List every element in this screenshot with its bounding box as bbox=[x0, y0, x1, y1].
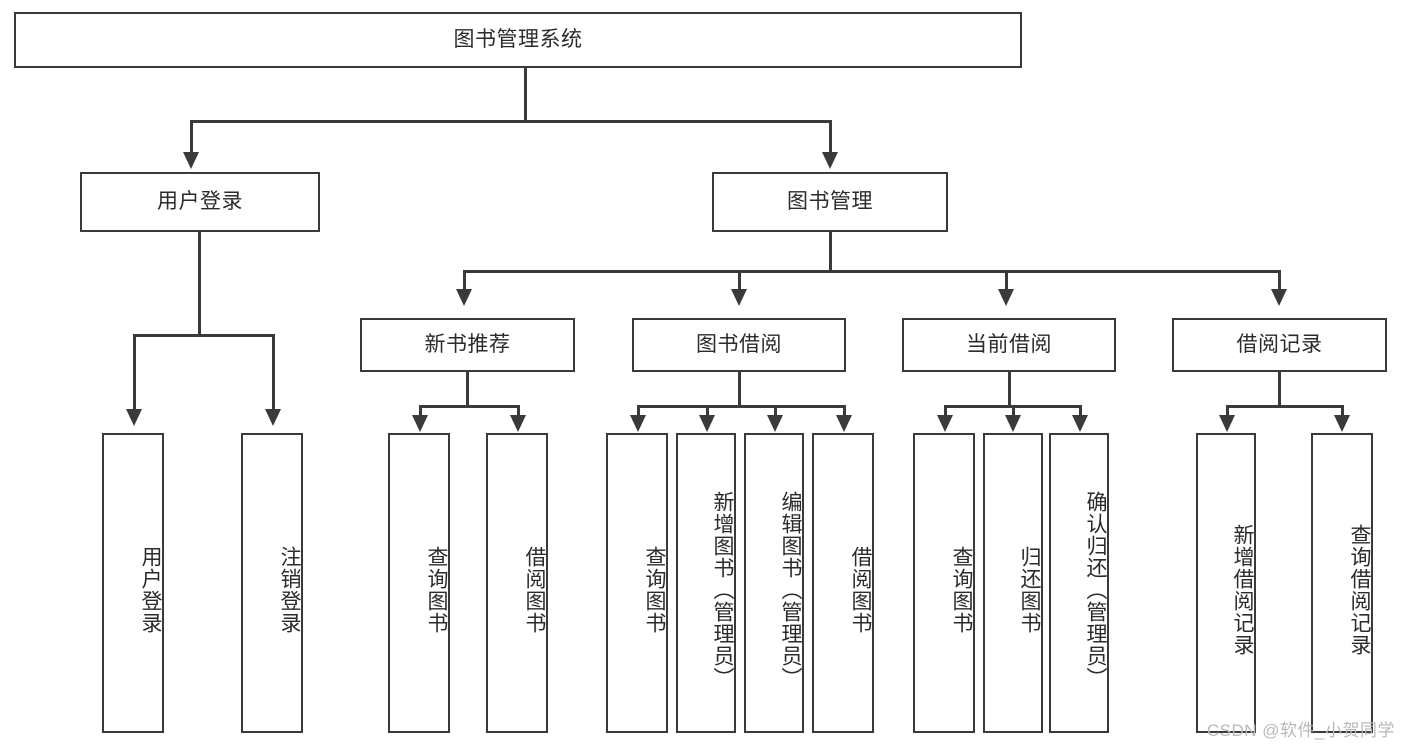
connector-bookmgmt-c2 bbox=[738, 270, 741, 290]
connector-borrow-c3 bbox=[774, 405, 777, 417]
leaf-label: 归还图书 bbox=[1018, 546, 1041, 634]
arrow-down-icon bbox=[456, 289, 472, 306]
leaf-add-book-admin[interactable]: 新增图书（管理员） bbox=[676, 433, 736, 733]
leaf-label: 查询借阅记录 bbox=[1348, 524, 1371, 656]
connector-root-to-bookmgmt bbox=[829, 120, 832, 153]
arrow-down-icon bbox=[183, 152, 199, 169]
connector-recommend-bar bbox=[419, 405, 520, 408]
leaf-query-borrow-record[interactable]: 查询借阅记录 bbox=[1311, 433, 1373, 733]
leaf-query-book-current[interactable]: 查询图书 bbox=[913, 433, 975, 733]
connector-record-c2 bbox=[1341, 405, 1344, 417]
leaf-label: 用户登录 bbox=[139, 546, 162, 634]
connector-recommend-stem bbox=[466, 372, 469, 408]
leaf-label: 新增借阅记录 bbox=[1231, 524, 1254, 656]
leaf-add-borrow-record[interactable]: 新增借阅记录 bbox=[1196, 433, 1256, 733]
leaf-label: 新增图书（管理员） bbox=[711, 491, 734, 689]
connector-login-left bbox=[133, 334, 136, 410]
node-book-management-label: 图书管理 bbox=[787, 190, 873, 214]
connector-current-bar bbox=[944, 405, 1079, 408]
connector-bookmgmt-bar bbox=[463, 270, 1281, 273]
arrow-down-icon bbox=[1219, 415, 1235, 432]
connector-record-stem bbox=[1278, 372, 1281, 408]
watermark: CSDN @软件_小贺同学 bbox=[1206, 721, 1395, 740]
connector-root-to-login bbox=[190, 120, 193, 153]
arrow-down-icon bbox=[1271, 289, 1287, 306]
leaf-label: 借阅图书 bbox=[523, 546, 546, 634]
arrow-down-icon bbox=[126, 409, 142, 426]
arrow-down-icon bbox=[1334, 415, 1350, 432]
connector-recommend-c2 bbox=[517, 405, 520, 417]
connector-recommend-c1 bbox=[419, 405, 422, 417]
arrow-down-icon bbox=[630, 415, 646, 432]
node-root[interactable]: 图书管理系统 bbox=[14, 12, 1022, 68]
leaf-logout[interactable]: 注销登录 bbox=[241, 433, 303, 733]
leaf-label: 查询图书 bbox=[425, 546, 448, 634]
connector-login-bar bbox=[133, 334, 275, 337]
connector-current-c1 bbox=[944, 405, 947, 417]
connector-root-stem bbox=[524, 68, 527, 120]
leaf-query-book-recommend[interactable]: 查询图书 bbox=[388, 433, 450, 733]
connector-current-c3 bbox=[1079, 405, 1082, 417]
node-user-login-label: 用户登录 bbox=[157, 190, 243, 214]
arrow-down-icon bbox=[731, 289, 747, 306]
leaf-borrow-book[interactable]: 借阅图书 bbox=[812, 433, 874, 733]
node-borrow-record[interactable]: 借阅记录 bbox=[1172, 318, 1387, 372]
arrow-down-icon bbox=[1005, 415, 1021, 432]
node-current-borrow-label: 当前借阅 bbox=[966, 333, 1052, 357]
connector-borrow-c4 bbox=[843, 405, 846, 417]
connector-login-right bbox=[272, 334, 275, 410]
leaf-confirm-return-admin[interactable]: 确认归还（管理员） bbox=[1049, 433, 1109, 733]
arrow-down-icon bbox=[937, 415, 953, 432]
leaf-user-login[interactable]: 用户登录 bbox=[102, 433, 164, 733]
leaf-label: 查询图书 bbox=[950, 546, 973, 634]
connector-login-stem bbox=[198, 232, 201, 336]
node-borrow-record-label: 借阅记录 bbox=[1236, 333, 1323, 357]
node-user-login[interactable]: 用户登录 bbox=[80, 172, 320, 232]
leaf-label: 注销登录 bbox=[278, 546, 301, 634]
connector-borrow-bar bbox=[637, 405, 846, 408]
leaf-label: 借阅图书 bbox=[849, 546, 872, 634]
node-book-management[interactable]: 图书管理 bbox=[712, 172, 948, 232]
arrow-down-icon bbox=[998, 289, 1014, 306]
arrow-down-icon bbox=[510, 415, 526, 432]
leaf-label: 确认归还（管理员） bbox=[1084, 491, 1107, 689]
connector-bookmgmt-stem bbox=[829, 232, 832, 272]
leaf-query-book-borrow[interactable]: 查询图书 bbox=[606, 433, 668, 733]
node-new-book-recommend[interactable]: 新书推荐 bbox=[360, 318, 575, 372]
connector-bookmgmt-c3 bbox=[1005, 270, 1008, 290]
connector-borrow-stem bbox=[738, 372, 741, 408]
leaf-borrow-book-recommend[interactable]: 借阅图书 bbox=[486, 433, 548, 733]
arrow-down-icon bbox=[265, 409, 281, 426]
connector-current-stem bbox=[1008, 372, 1011, 408]
leaf-label: 查询图书 bbox=[643, 546, 666, 634]
arrow-down-icon bbox=[822, 152, 838, 169]
connector-record-bar bbox=[1226, 405, 1343, 408]
node-book-borrow-label: 图书借阅 bbox=[696, 333, 782, 357]
connector-root-bar bbox=[190, 120, 832, 123]
connector-current-c2 bbox=[1012, 405, 1015, 417]
arrow-down-icon bbox=[412, 415, 428, 432]
arrow-down-icon bbox=[1072, 415, 1088, 432]
leaf-return-book[interactable]: 归还图书 bbox=[983, 433, 1043, 733]
connector-borrow-c2 bbox=[706, 405, 709, 417]
connector-bookmgmt-c1 bbox=[463, 270, 466, 290]
node-book-borrow[interactable]: 图书借阅 bbox=[632, 318, 846, 372]
arrow-down-icon bbox=[767, 415, 783, 432]
connector-bookmgmt-c4 bbox=[1278, 270, 1281, 290]
leaf-edit-book-admin[interactable]: 编辑图书（管理员） bbox=[744, 433, 804, 733]
node-current-borrow[interactable]: 当前借阅 bbox=[902, 318, 1116, 372]
arrow-down-icon bbox=[699, 415, 715, 432]
leaf-label: 编辑图书（管理员） bbox=[779, 491, 802, 689]
node-new-book-recommend-label: 新书推荐 bbox=[424, 333, 511, 357]
connector-record-c1 bbox=[1226, 405, 1229, 417]
arrow-down-icon bbox=[836, 415, 852, 432]
node-root-label: 图书管理系统 bbox=[453, 28, 583, 52]
connector-borrow-c1 bbox=[637, 405, 640, 417]
